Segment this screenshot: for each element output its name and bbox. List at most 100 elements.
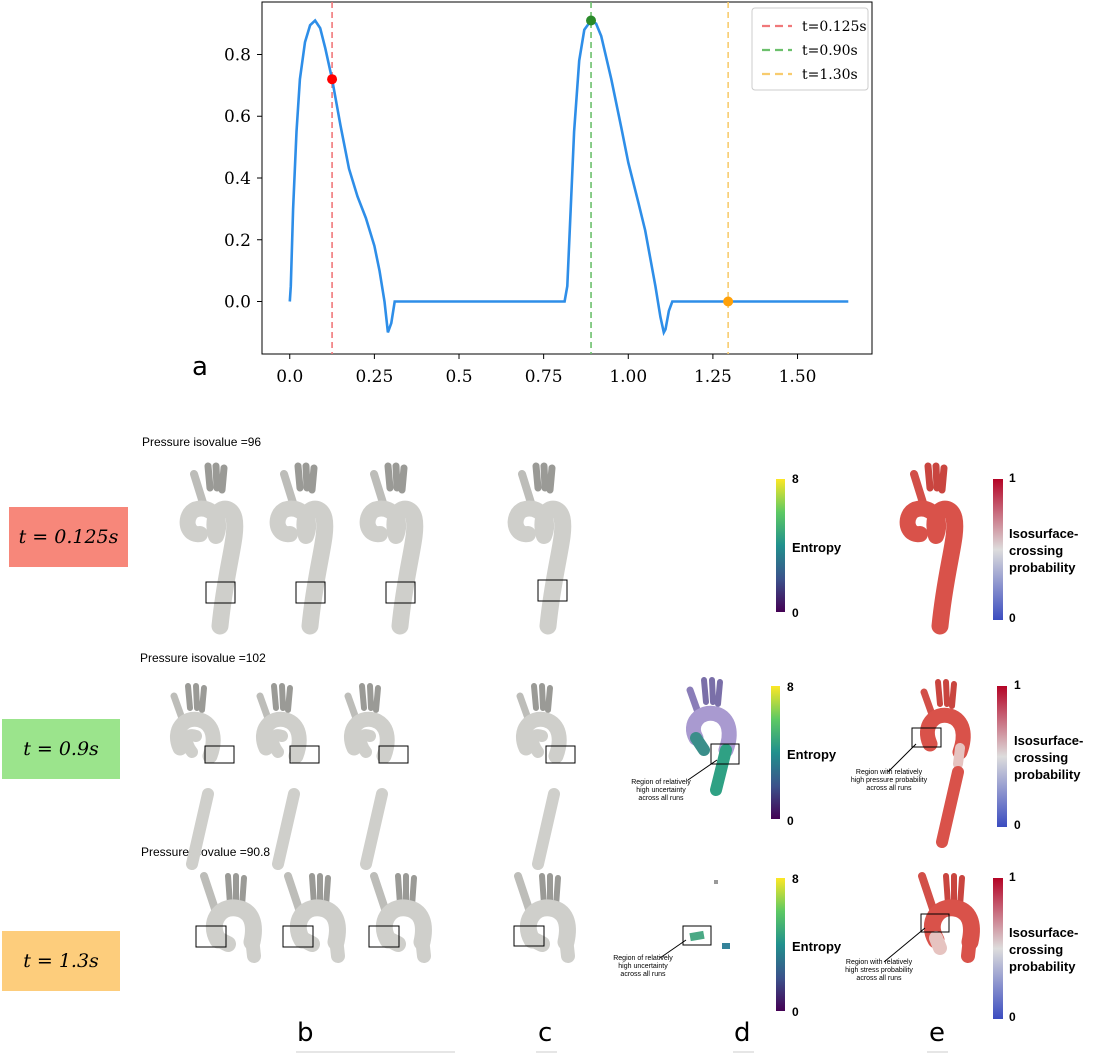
aorta-run1-row3	[204, 876, 254, 956]
highlight-box	[710, 743, 740, 765]
annotation-line: across all runs	[866, 785, 912, 792]
aorta-mean-row1	[516, 466, 563, 626]
x-tick-label: 1.00	[609, 367, 647, 387]
panel-label-c: c	[538, 1018, 553, 1048]
annotation-line: high uncertainty	[618, 963, 668, 970]
y-tick-label: 0.8	[224, 45, 251, 65]
y-tick-label: 0.2	[224, 231, 251, 251]
entropy-label-row3: Entropy	[792, 939, 842, 954]
legend-label-2: t=1.30s	[802, 67, 858, 83]
x-tick-label: 1.25	[694, 367, 732, 387]
entropy-label-row2: Entropy	[787, 747, 837, 762]
panel-label-e: e	[929, 1018, 945, 1048]
aorta-prob-row3	[918, 872, 980, 963]
prob-colorbar-row1	[993, 479, 1003, 620]
highlight-box	[378, 745, 409, 764]
aorta-mean-row3	[518, 876, 568, 956]
time-point-marker-0	[327, 74, 338, 85]
annotation-d-row2: Region of relatively high uncertainty ac…	[616, 779, 706, 803]
aorta-run2-row2	[260, 686, 299, 864]
annotation-line: across all runs	[620, 971, 666, 978]
aorta-run1-row1	[188, 466, 235, 626]
entropy-colorbar-row1	[776, 479, 785, 612]
entropy-label-row1: Entropy	[792, 540, 842, 555]
aorta-prob-row1	[899, 462, 964, 635]
prob-colorbar-row3	[993, 878, 1003, 1019]
prob-label-line3: probability	[1009, 959, 1076, 974]
highlight-box	[911, 727, 942, 748]
time-label-row2: t = 0.9s	[23, 738, 99, 760]
highlight-box	[920, 913, 950, 933]
prob-max-row3: 1	[1009, 870, 1016, 884]
prob-label-row3: Isosurface- crossing probability	[1009, 924, 1078, 975]
entropy-fragment	[714, 880, 718, 884]
annotation-line: across all runs	[856, 975, 902, 982]
annotation-line: Region with relatively	[855, 769, 923, 776]
annotation-line: high stress probability	[845, 967, 913, 974]
prob-min-row3: 0	[1009, 1010, 1016, 1024]
aorta-run3-row2	[348, 686, 387, 864]
row1-title: Pressure isovalue =96	[142, 435, 262, 449]
x-tick-label: 0.5	[445, 367, 472, 387]
annotation-line: high pressure probability	[850, 777, 928, 784]
annotation-e-row2: Region with relatively high pressure pro…	[834, 769, 944, 793]
highlight-box	[282, 925, 314, 948]
row2-title: Pressure isovalue =102	[140, 651, 266, 665]
highlight-box	[205, 581, 236, 604]
x-tick-label: 0.25	[355, 367, 393, 387]
annotation-line: Region of relatively	[613, 955, 673, 962]
annotation-line: Region of relatively	[631, 779, 691, 786]
highlight-box	[385, 581, 416, 604]
highlight-box	[289, 745, 320, 764]
highlight-box	[513, 925, 545, 947]
annotation-d-row3: Region of relatively high uncertainty ac…	[598, 955, 688, 979]
annotation-e-row3: Region with relatively high stress proba…	[826, 959, 932, 983]
time-label-row1: t = 0.125s	[18, 526, 119, 548]
aorta-prob-row2	[920, 679, 971, 848]
entropy-colorbar-row3	[776, 878, 785, 1011]
legend-label-1: t=0.90s	[802, 43, 858, 59]
highlight-box	[204, 745, 235, 764]
annotation-line: Region with relatively	[845, 959, 913, 966]
chart-legend: t=0.125s t=0.90s t=1.30s	[751, 7, 869, 91]
aorta-run3-row1	[368, 466, 415, 626]
highlight-box	[368, 925, 400, 948]
entropy-fragment	[722, 943, 730, 949]
prob-label-row2: Isosurface- crossing probability	[1014, 732, 1083, 783]
panel-label-a: a	[192, 352, 208, 382]
entropy-max-row2: 8	[787, 680, 794, 694]
annotation-line: high uncertainty	[636, 787, 686, 794]
entropy-colorbar-row2	[771, 686, 780, 819]
entropy-max-row3: 8	[792, 872, 799, 886]
prob-label-line3: probability	[1014, 767, 1081, 782]
time-box-row3: t = 1.3s	[2, 931, 120, 991]
x-tick-label: 0.75	[525, 367, 563, 387]
entropy-max-row1: 8	[792, 472, 799, 486]
highlight-box	[195, 925, 227, 948]
legend-label-0: t=0.125s	[802, 19, 867, 35]
prob-colorbar-row2	[997, 686, 1007, 827]
annotation-arrow	[883, 927, 926, 963]
time-point-marker-1	[586, 15, 597, 26]
prob-label-line1: Isosurface-	[1009, 925, 1079, 940]
prob-max-row1: 1	[1009, 471, 1016, 485]
x-tick-label: 1.50	[779, 367, 817, 387]
aorta-run1-row2	[174, 686, 213, 864]
highlight-box	[295, 581, 326, 604]
panel-label-b: b	[297, 1018, 314, 1048]
time-box-row1: t = 0.125s	[9, 507, 128, 567]
y-tick-label: 0.6	[224, 107, 251, 127]
highlight-box	[537, 579, 568, 602]
prob-min-row1: 0	[1009, 611, 1016, 625]
prob-label-line2: crossing	[1009, 543, 1064, 558]
annotation-arrow	[659, 939, 687, 959]
prob-max-row2: 1	[1014, 678, 1021, 692]
prob-label-line2: crossing	[1014, 750, 1069, 765]
prob-min-row2: 0	[1014, 818, 1021, 832]
entropy-min-row3: 0	[792, 1005, 799, 1019]
annotation-arrow	[687, 759, 718, 781]
aorta-mean-row2	[520, 686, 559, 864]
time-point-marker-2	[723, 296, 734, 307]
